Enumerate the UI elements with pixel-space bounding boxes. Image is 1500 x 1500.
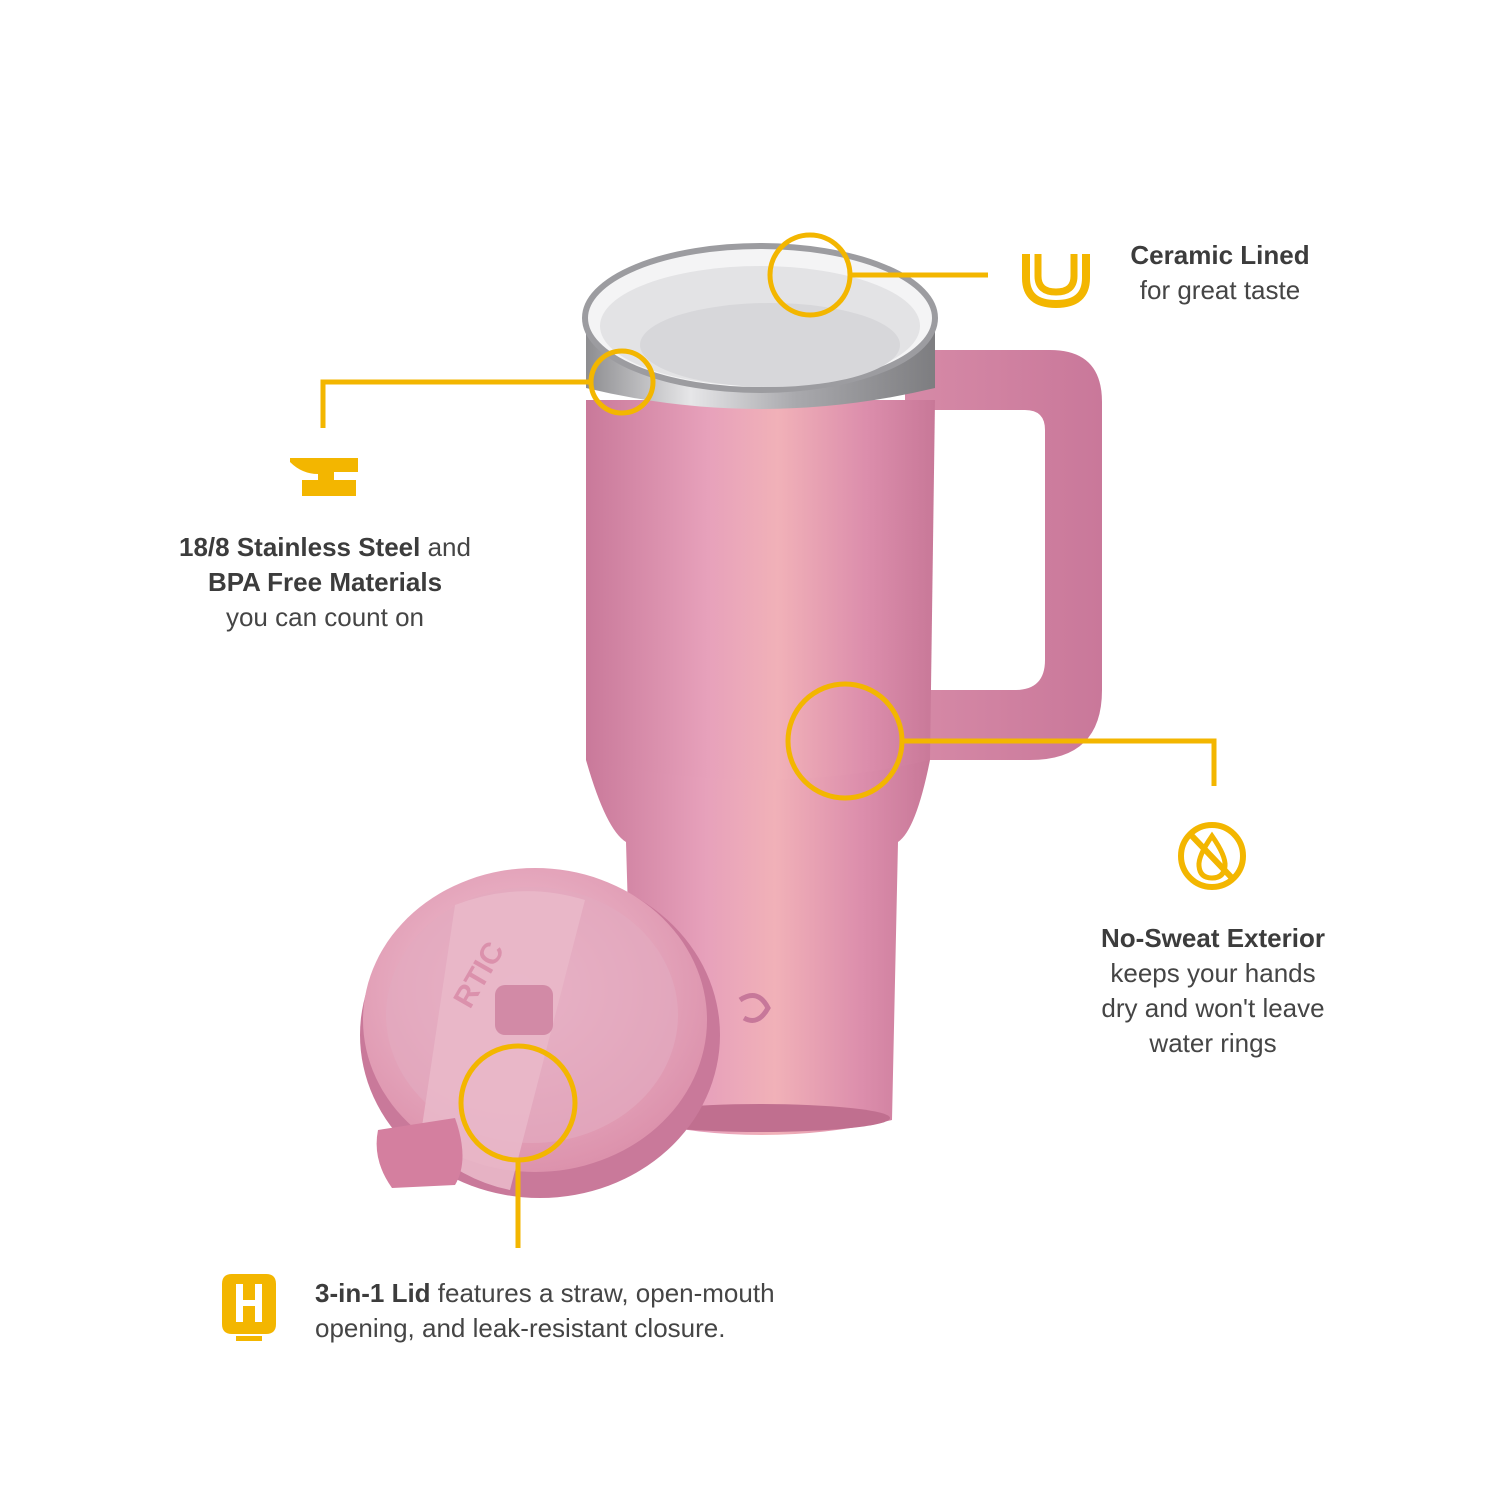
lid-title: 3-in-1 Lid	[315, 1278, 431, 1308]
ceramic-description: for great taste	[1139, 275, 1301, 305]
lid-desc-line1: features a straw, open-mouth	[430, 1278, 775, 1308]
steel-rim	[582, 243, 938, 409]
tumbler-body	[586, 400, 935, 780]
steel-title: 18/8 Stainless Steel	[179, 532, 421, 562]
lid-icon	[222, 1274, 276, 1341]
ceramic-feature-text: Ceramic Lined for great taste	[1100, 238, 1340, 308]
ceramic-callout	[767, 232, 988, 318]
steel-description: you can count on	[225, 602, 425, 632]
anvil-icon	[290, 458, 358, 496]
no-sweat-desc-line3: water rings	[1149, 1028, 1277, 1058]
steel-feature-text: 18/8 Stainless Steel and BPA Free Materi…	[120, 530, 530, 635]
no-sweat-title: No-Sweat Exterior	[1101, 923, 1325, 953]
lid-callout	[458, 1043, 578, 1248]
steel-callout	[320, 348, 656, 428]
no-sweat-feature-text: No-Sweat Exterior keeps your hands dry a…	[1063, 921, 1363, 1061]
lid-desc-line2: opening, and leak-resistant closure.	[315, 1313, 726, 1343]
no-water-drop-icon	[1178, 822, 1246, 890]
lid-feature-text: 3-in-1 Lid features a straw, open-mouth …	[315, 1276, 875, 1346]
tumbler-handle	[905, 350, 1102, 760]
ceramic-title: Ceramic Lined	[1130, 240, 1310, 270]
no-sweat-desc-line1: keeps your hands	[1110, 958, 1316, 988]
tumbler-lid: RTIC	[360, 868, 720, 1198]
no-sweat-desc-line2: dry and won't leave	[1101, 993, 1325, 1023]
ceramic-liner-icon	[1022, 254, 1090, 309]
steel-title-suffix: and	[420, 532, 471, 562]
no-sweat-callout	[785, 681, 1217, 801]
steel-title-2: BPA Free Materials	[207, 567, 443, 597]
